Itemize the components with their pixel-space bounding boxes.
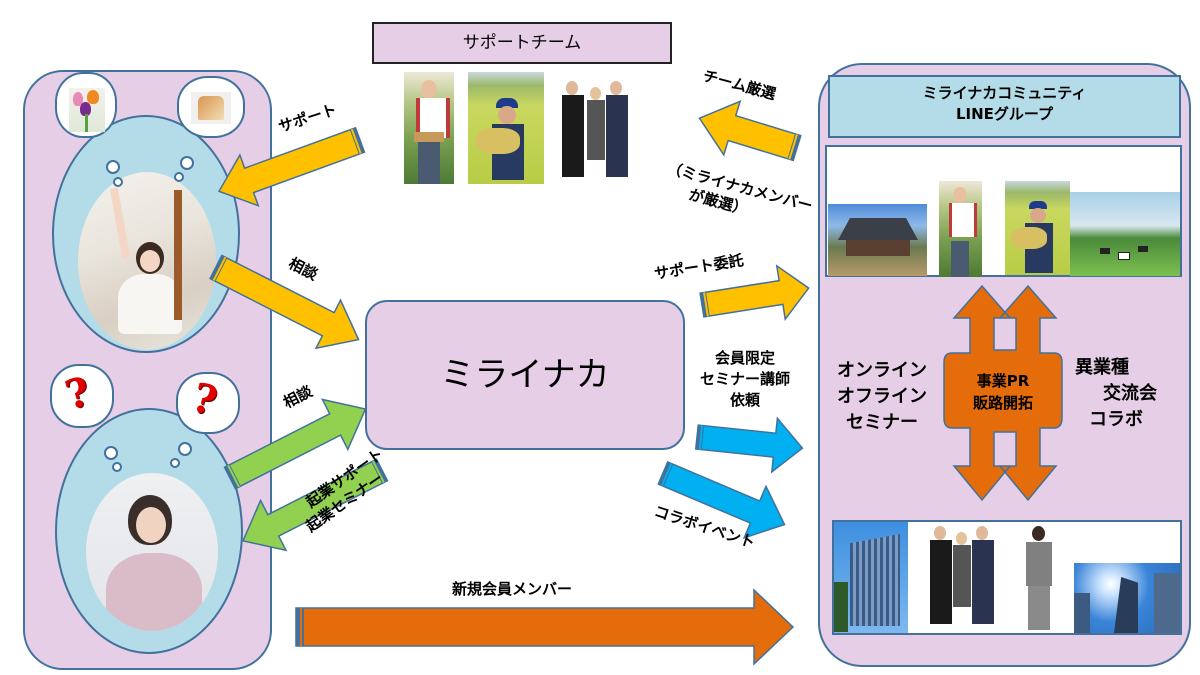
thinking-woman-photo xyxy=(86,473,218,631)
startup-support-arrow xyxy=(241,458,389,552)
support-team-title: サポートチーム xyxy=(462,33,582,53)
online-offline-seminar-text: オンライン オフライン セミナー xyxy=(837,360,927,433)
new-member-arrow xyxy=(295,588,795,666)
farmer-woman-photo xyxy=(939,181,982,277)
old-house-photo xyxy=(828,204,927,276)
thought-cloud-question-1 xyxy=(50,364,114,428)
mirainaka-title: ミライナカ xyxy=(440,355,610,395)
rice-farmer-photo xyxy=(1005,181,1070,275)
business-pr-text: 事業PR 販路開拓 xyxy=(972,372,1033,412)
community-title-line2: LINEグループ xyxy=(955,105,1054,123)
office-building-photo xyxy=(834,522,908,633)
bidirectional-h-arrow xyxy=(943,284,1063,502)
consult-arrow-2 xyxy=(223,398,367,490)
support-commission-arrow xyxy=(699,264,810,322)
mirainaka-box: ミライナカ xyxy=(365,300,685,450)
thought-bubble-dot xyxy=(104,446,118,460)
collab-event-arrow xyxy=(657,460,786,540)
thought-bubble-dot xyxy=(106,160,120,174)
support-arrow xyxy=(217,126,366,207)
thought-bubble-dot xyxy=(170,458,180,468)
thought-bubble-dot xyxy=(178,442,192,456)
community-header: ミライナカコミュニティ LINEグループ xyxy=(828,75,1181,138)
support-team-title-box: サポートチーム xyxy=(372,22,672,64)
woman-raising-hand-photo xyxy=(78,172,216,350)
thought-bubble-dot xyxy=(180,156,194,170)
business-team-photo xyxy=(560,75,635,185)
thought-bubble-dot xyxy=(113,177,123,187)
consult-arrow-1 xyxy=(209,254,360,350)
rice-farmer-photo xyxy=(468,72,544,184)
cross-industry-text: 異業種 交流会 コラボ xyxy=(1075,357,1157,430)
new-member-label: 新規会員メンバー xyxy=(452,580,573,598)
skyscrapers-photo xyxy=(1074,563,1180,633)
thought-bubble-dot xyxy=(174,172,184,182)
business-woman-photo xyxy=(1014,522,1064,632)
farmer-woman-photo xyxy=(404,72,454,184)
tulip-icon xyxy=(69,88,105,132)
team-select-arrow xyxy=(698,100,802,162)
bread-icon xyxy=(191,92,231,124)
business-team-photo xyxy=(928,522,998,632)
community-title-line1: ミライナカコミュニティ xyxy=(922,84,1087,102)
thought-bubble-dot xyxy=(112,462,122,472)
thought-cloud-question-2 xyxy=(176,372,240,434)
seminar-request-label: 会員限定 セミナー講師 依頼 xyxy=(699,349,790,409)
seminar-request-arrow xyxy=(694,416,804,474)
cows-pasture-photo xyxy=(1070,192,1180,276)
